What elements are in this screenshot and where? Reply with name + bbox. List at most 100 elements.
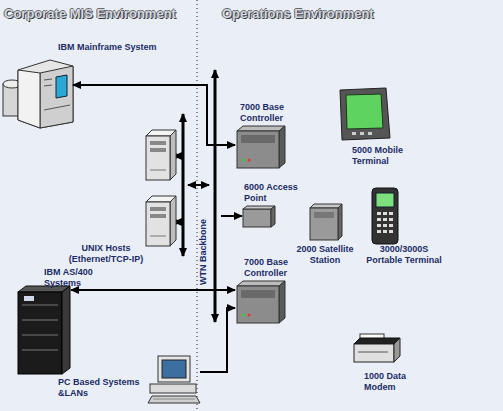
device-node: 3000/3000S Portable Terminal <box>368 185 402 245</box>
box-front <box>243 209 271 227</box>
modem-side <box>394 338 400 362</box>
access-point-icon <box>243 206 275 227</box>
environment-heading: Operations Environment <box>222 6 374 21</box>
system-unit <box>150 384 196 393</box>
cabinet-front <box>18 292 62 374</box>
device-node: IBM AS/400 Systems <box>15 286 71 376</box>
device-label: 3000/3000S Portable Terminal <box>362 244 446 266</box>
box-top <box>237 281 285 286</box>
device-label: 1000 Data Modem <box>364 371 428 393</box>
box-top <box>237 126 285 131</box>
monitor-screen <box>162 360 186 378</box>
mainframe-icon <box>3 60 73 128</box>
handheld-screen <box>376 193 394 207</box>
key <box>383 212 387 215</box>
vent <box>22 350 58 351</box>
panel-screen <box>56 75 67 98</box>
data-modem-icon <box>354 334 400 362</box>
drive-slot <box>150 207 166 211</box>
panel <box>24 296 34 301</box>
key <box>389 218 393 221</box>
tower-side <box>170 196 176 246</box>
vent <box>22 305 58 306</box>
device-node: 6000 Access Point <box>242 206 272 228</box>
mobile-terminal-icon <box>340 88 390 140</box>
backbone-line <box>214 70 217 322</box>
key <box>389 224 393 227</box>
device-label: PC Based Systems &LANs <box>58 377 146 399</box>
connector-arrow <box>221 215 242 217</box>
key <box>377 212 381 215</box>
button <box>352 132 356 135</box>
box-front <box>237 286 279 323</box>
satellite-station-icon <box>310 204 342 240</box>
unix-host-icon <box>146 196 176 246</box>
key <box>383 230 387 233</box>
device-label: 2000 Satellite Station <box>290 244 360 266</box>
box-panel <box>241 290 275 298</box>
box-side <box>279 126 285 168</box>
keypad <box>377 212 393 233</box>
monitor <box>158 356 190 382</box>
vent <box>44 105 70 110</box>
drive-slot <box>150 148 166 152</box>
controller-icon <box>237 281 285 323</box>
box-side <box>338 204 342 240</box>
cabinet <box>18 60 73 128</box>
connector-arrow <box>71 289 235 291</box>
connector-arrow <box>73 85 235 145</box>
key <box>389 212 393 215</box>
tower-side <box>170 130 176 180</box>
keyboard <box>148 396 200 403</box>
box-front <box>310 208 338 240</box>
unix-host-icon <box>146 130 176 180</box>
button <box>360 132 364 135</box>
vent <box>22 320 58 321</box>
device-label: 7000 Base Controller <box>244 257 316 279</box>
box-panel <box>314 212 334 218</box>
terminal-body <box>340 88 390 140</box>
device-label: UNIX Hosts (Ethernet/TCP-IP) <box>66 243 146 265</box>
vent <box>150 170 166 171</box>
tower-front <box>146 202 170 246</box>
key <box>383 218 387 221</box>
terminal-screen <box>346 94 383 129</box>
led <box>248 159 251 162</box>
key <box>377 224 381 227</box>
device-node: 7000 Base Controller <box>235 279 285 325</box>
device-node: 7000 Base Controller <box>235 124 285 170</box>
led <box>248 314 251 317</box>
vent <box>150 236 166 237</box>
device-label: IBM Mainframe System <box>58 42 188 53</box>
slot <box>358 352 388 353</box>
box-side <box>271 206 275 227</box>
environment-heading: Corporate MIS Environment <box>4 6 176 21</box>
box-panel <box>241 135 275 143</box>
vent <box>22 335 58 336</box>
keys <box>153 399 195 400</box>
modem-top <box>354 338 400 344</box>
cabinet-front <box>40 66 73 128</box>
box-side <box>279 281 285 323</box>
device-label: 5000 Mobile Terminal <box>352 145 430 167</box>
connector-arrow <box>188 184 209 186</box>
device-node: 1000 Data Modem <box>352 332 402 366</box>
device-node: PC Based Systems &LANs <box>148 355 200 403</box>
device-label: WTN Backbone <box>198 219 209 285</box>
button <box>368 132 372 135</box>
device-label: 7000 Base Controller <box>240 102 312 124</box>
key <box>377 218 381 221</box>
key <box>389 230 393 233</box>
box-top <box>310 204 342 208</box>
key <box>377 230 381 233</box>
controller-icon <box>237 126 285 168</box>
divider-line <box>197 0 198 411</box>
modem-front <box>354 344 394 362</box>
box-front <box>237 131 279 168</box>
tower-front <box>146 136 170 180</box>
device-label: 6000 Access Point <box>244 182 320 204</box>
portable-terminal-icon <box>372 188 398 244</box>
